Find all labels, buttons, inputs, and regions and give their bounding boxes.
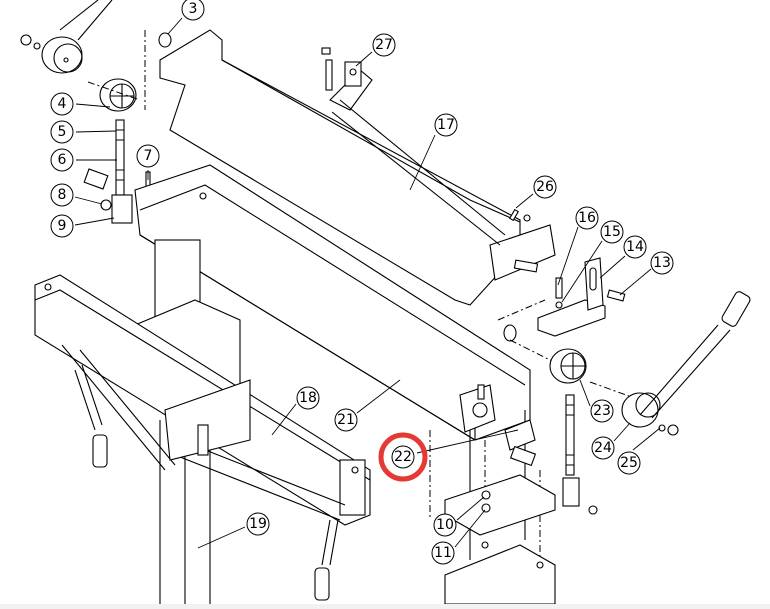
svg-text:5: 5 bbox=[58, 124, 67, 140]
svg-text:15: 15 bbox=[603, 224, 621, 240]
svg-text:13: 13 bbox=[653, 255, 671, 271]
callout-25: 25 bbox=[617, 451, 641, 475]
svg-text:11: 11 bbox=[434, 545, 452, 561]
svg-text:6: 6 bbox=[58, 152, 67, 168]
callout-5: 5 bbox=[50, 120, 74, 144]
bottom-edge bbox=[0, 604, 770, 609]
svg-text:21: 21 bbox=[337, 412, 355, 428]
callout-8: 8 bbox=[50, 183, 74, 207]
callout-24: 24 bbox=[591, 436, 615, 460]
callout-14: 14 bbox=[623, 235, 647, 259]
top-link-27 bbox=[321, 47, 506, 246]
upper-blade bbox=[159, 29, 556, 306]
callout-26: 26 bbox=[533, 175, 557, 199]
callout-18: 18 bbox=[296, 386, 320, 410]
svg-text:4: 4 bbox=[58, 96, 67, 112]
handle-wheel-left bbox=[20, 0, 113, 74]
callout-3: 3 bbox=[181, 0, 205, 21]
right-bearing-assembly bbox=[549, 348, 598, 515]
svg-text:3: 3 bbox=[189, 1, 198, 17]
bracket-assembly bbox=[503, 257, 626, 342]
svg-text:8: 8 bbox=[58, 187, 67, 203]
vertical-stand bbox=[159, 379, 251, 604]
callout-6: 6 bbox=[50, 148, 74, 172]
callout-11: 11 bbox=[431, 541, 455, 565]
callout-10: 10 bbox=[433, 513, 457, 537]
svg-text:16: 16 bbox=[578, 210, 596, 226]
svg-text:10: 10 bbox=[436, 517, 454, 533]
svg-text:7: 7 bbox=[144, 148, 153, 164]
highlight-ring-22 bbox=[378, 432, 428, 482]
callout-19: 19 bbox=[246, 512, 270, 536]
callout-4: 4 bbox=[50, 92, 74, 116]
callout-16: 16 bbox=[575, 206, 599, 230]
right-support bbox=[444, 384, 556, 604]
callout-21: 21 bbox=[334, 408, 358, 432]
svg-text:23: 23 bbox=[593, 403, 611, 419]
crank-handle bbox=[621, 291, 751, 436]
callout-15: 15 bbox=[600, 220, 624, 244]
leader-lines bbox=[74, 17, 661, 549]
svg-text:17: 17 bbox=[437, 117, 455, 133]
svg-text:24: 24 bbox=[594, 440, 612, 456]
callout-17: 17 bbox=[434, 113, 458, 137]
svg-text:14: 14 bbox=[626, 239, 644, 255]
svg-text:18: 18 bbox=[299, 390, 317, 406]
callout-7: 7 bbox=[136, 144, 160, 168]
frame-bar bbox=[134, 164, 531, 441]
callout-27: 27 bbox=[372, 33, 396, 57]
left-bearing-assembly bbox=[83, 78, 151, 224]
svg-text:25: 25 bbox=[620, 455, 638, 471]
callout-23: 23 bbox=[590, 399, 614, 423]
callout-9: 9 bbox=[50, 214, 74, 238]
svg-text:27: 27 bbox=[375, 37, 393, 53]
svg-text:9: 9 bbox=[58, 218, 67, 234]
callout-13: 13 bbox=[650, 251, 674, 275]
svg-text:26: 26 bbox=[536, 179, 554, 195]
callout-22: 22 bbox=[391, 445, 415, 469]
stand-legs bbox=[61, 344, 346, 601]
svg-text:19: 19 bbox=[249, 516, 267, 532]
svg-text:22: 22 bbox=[394, 449, 412, 465]
